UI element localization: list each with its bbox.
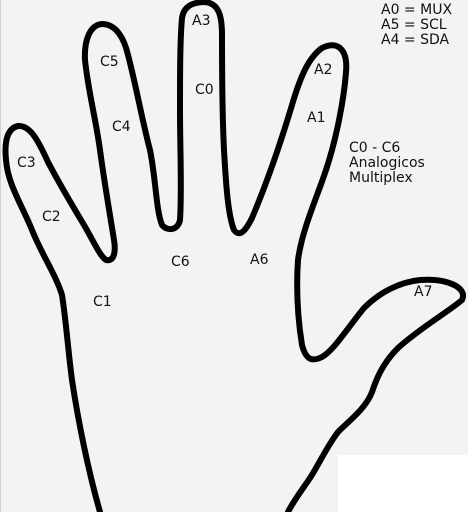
label-c3: C3 <box>17 155 36 171</box>
note-multiplex: Multiplex <box>349 170 413 186</box>
note-analog: Analogicos <box>349 155 425 171</box>
label-c2: C2 <box>42 209 61 225</box>
label-a3: A3 <box>192 13 211 29</box>
label-c5: C5 <box>100 54 119 70</box>
label-c1: C1 <box>93 294 112 310</box>
label-c0: C0 <box>195 82 214 98</box>
note-range: C0 - C6 <box>349 140 401 156</box>
legend-mux: A0 = MUX <box>381 2 453 18</box>
label-c4: C4 <box>112 119 131 135</box>
label-a2: A2 <box>314 62 333 78</box>
legend-sda: A4 = SDA <box>381 32 450 48</box>
label-c6: C6 <box>171 254 190 270</box>
label-a1: A1 <box>307 110 326 126</box>
label-a6: A6 <box>250 252 269 268</box>
white-corner-patch <box>338 455 468 512</box>
legend-scl: A5 = SCL <box>381 17 447 33</box>
left-border <box>0 0 1 512</box>
label-a7: A7 <box>414 284 433 300</box>
